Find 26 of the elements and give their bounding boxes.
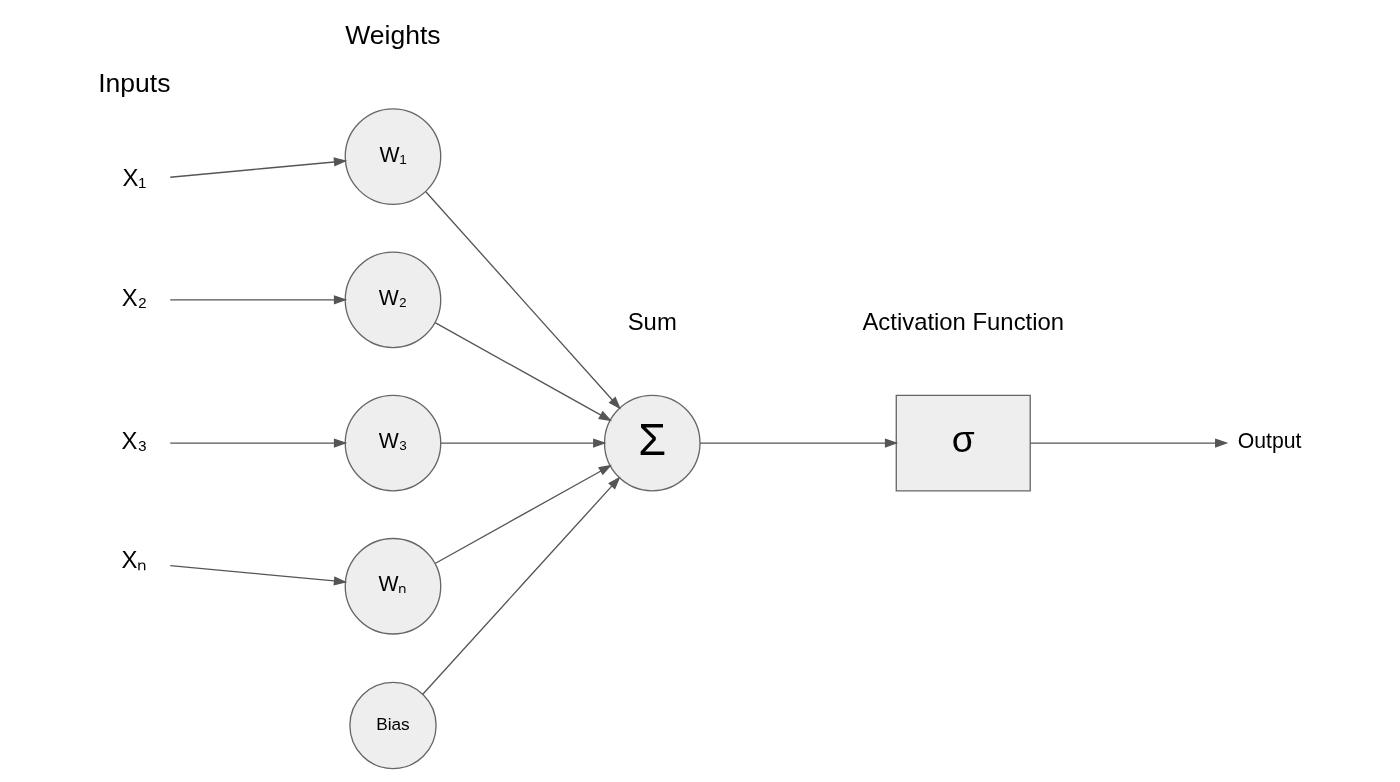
label: Weights <box>345 19 441 50</box>
arrow <box>434 464 612 564</box>
node-label: Activation Function <box>862 307 1065 335</box>
arrow <box>422 476 621 695</box>
arrow <box>169 564 348 586</box>
node-circle: W₃ <box>344 394 442 492</box>
arrow <box>699 438 899 448</box>
node-text: X₂ <box>121 283 147 311</box>
arrow <box>434 322 612 422</box>
node-circle: Wₙ <box>344 537 442 635</box>
node-label: Sum <box>627 307 677 335</box>
arrow <box>440 438 607 448</box>
arrow <box>425 191 621 410</box>
arrow <box>169 295 348 305</box>
node-box: σ <box>895 394 1031 492</box>
arrow <box>1029 438 1229 448</box>
node-circle: W₁ <box>344 108 442 205</box>
node-circle: Bias <box>349 681 437 770</box>
arrow <box>169 438 348 448</box>
label: Inputs <box>98 67 171 98</box>
node-text: X₃ <box>121 426 148 454</box>
node-text: Output <box>1237 429 1302 453</box>
arrow <box>169 157 348 178</box>
node-text: Xₙ <box>121 546 148 574</box>
node-circle: W₂ <box>344 251 442 349</box>
node-text: X₁ <box>122 164 147 192</box>
